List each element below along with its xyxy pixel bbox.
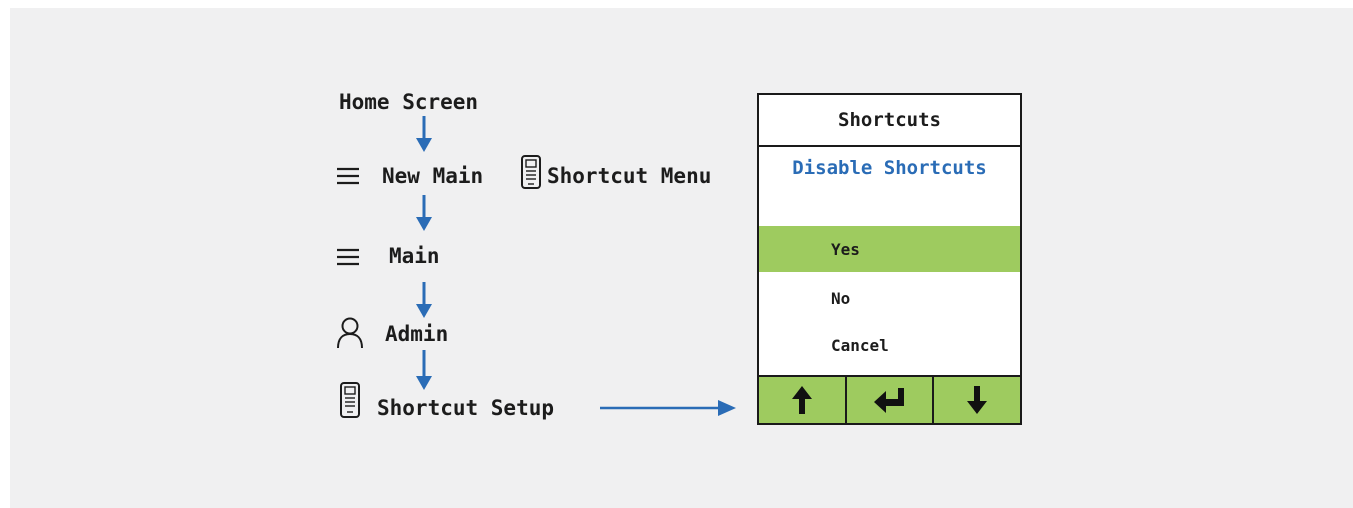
down-arrow-icon (967, 386, 988, 414)
enter-icon (873, 388, 904, 413)
flow-arrow-1 (416, 116, 432, 152)
screen-title: Shortcuts (759, 95, 1020, 147)
flow-arrow-2 (416, 195, 432, 231)
home-screen-label: Home Screen (339, 90, 479, 114)
option-yes[interactable]: Yes (759, 226, 1020, 272)
diagram-background (10, 8, 1353, 508)
enter-key-button[interactable] (846, 377, 935, 423)
option-no[interactable]: No (831, 288, 851, 308)
shortcut-menu-label: Shortcut Menu (547, 164, 712, 188)
new-main-label: New Main (382, 164, 484, 188)
up-key-button[interactable] (759, 377, 847, 423)
main-label: Main (389, 244, 440, 268)
screen-subtitle: Disable Shortcuts (792, 157, 987, 179)
device-screen: Shortcuts Disable Shortcuts Yes No Cance… (757, 93, 1022, 425)
navigation-keys (759, 375, 1021, 423)
user-icon (337, 317, 363, 349)
down-key-button[interactable] (934, 377, 1021, 423)
flow-arrow-3 (416, 282, 432, 318)
flow-arrow-4 (416, 350, 432, 390)
up-arrow-icon (791, 386, 812, 414)
admin-label: Admin (385, 322, 449, 346)
connector-arrow (600, 400, 736, 416)
hamburger-menu-icon (337, 248, 359, 266)
option-cancel[interactable]: Cancel (831, 335, 889, 355)
hamburger-menu-icon (337, 167, 359, 185)
handheld-device-icon (340, 382, 360, 418)
handheld-device-icon (521, 155, 541, 189)
shortcut-setup-label: Shortcut Setup (377, 396, 555, 420)
